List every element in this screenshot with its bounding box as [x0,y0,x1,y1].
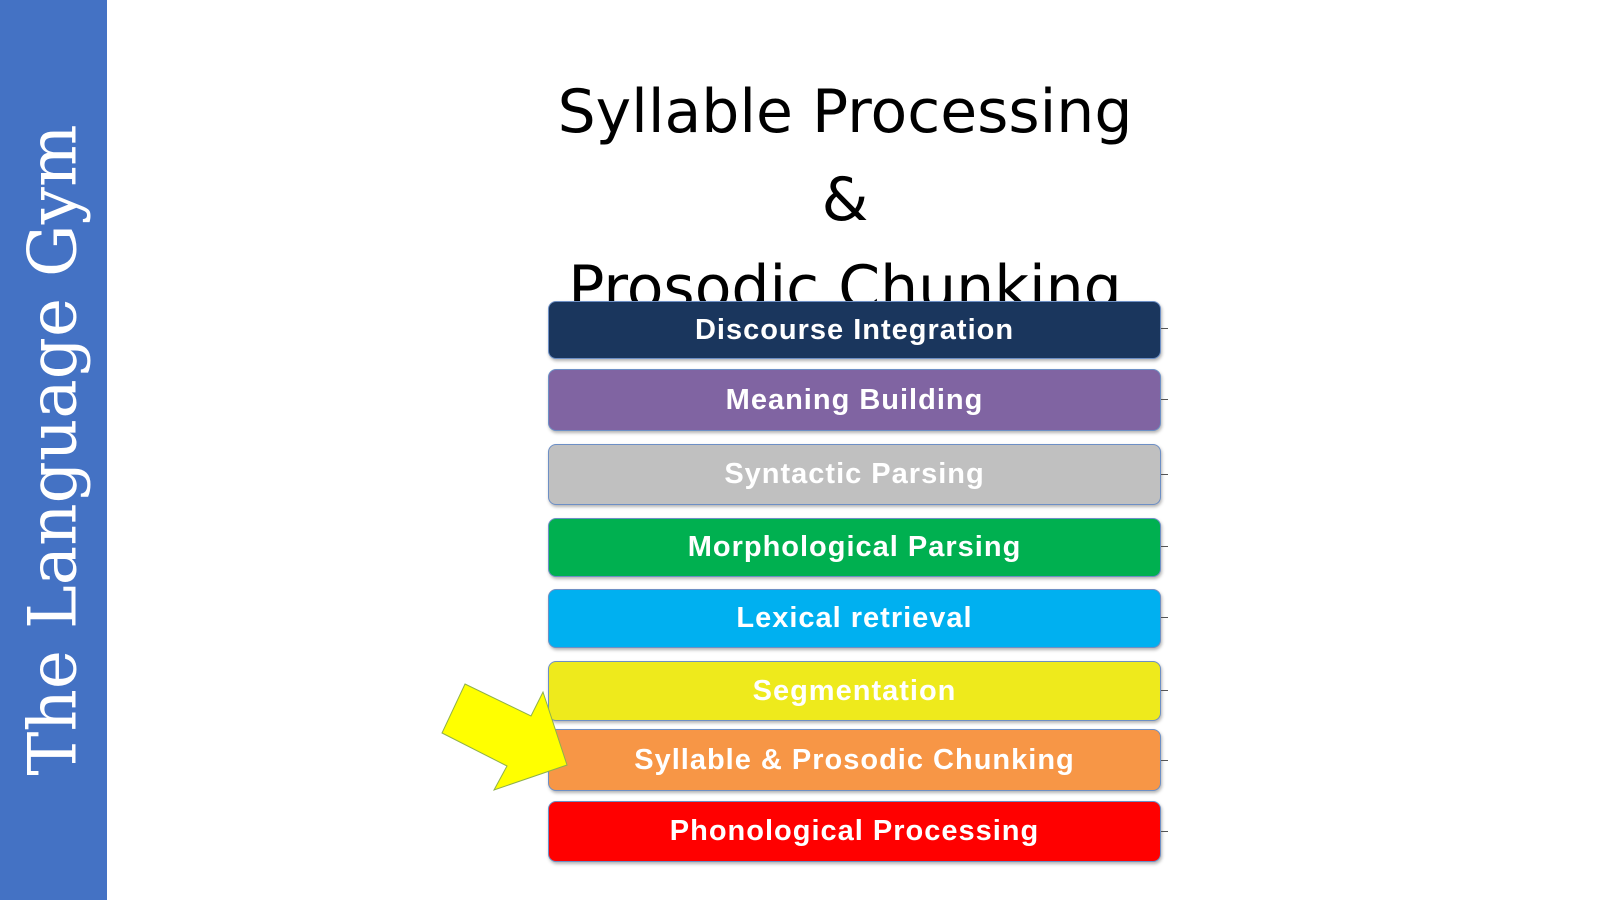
layer-lexical-retrieval: Lexical retrieval [548,589,1161,648]
title-line-1: Syllable Processing & [557,77,1133,235]
layer-syllable-prosodic-chunking: Syllable & Prosodic Chunking [548,729,1161,791]
layer-morphological-parsing: Morphological Parsing [548,518,1161,577]
layer-label: Segmentation [752,674,957,707]
layer-label: Lexical retrieval [736,602,973,634]
layer-segmentation: Segmentation [548,661,1161,721]
connector-tick [1161,690,1168,691]
layer-label: Morphological Parsing [687,531,1022,563]
layer-syntactic-parsing: Syntactic Parsing [548,444,1161,505]
layer-meaning-building: Meaning Building [548,369,1161,431]
layer-label: Syllable & Prosodic Chunking [634,743,1075,776]
layer-label: Phonological Processing [669,815,1040,847]
connector-tick [1161,474,1168,475]
arrow-shape [441,683,568,791]
sidebar-banner: The Language Gym [0,0,107,900]
connector-tick [1161,831,1168,832]
connector-tick [1161,328,1168,329]
layer-label: Discourse Integration [694,313,1015,346]
layer-label: Syntactic Parsing [724,458,985,490]
connector-tick [1161,399,1168,400]
connector-tick [1161,760,1168,761]
layer-label: Meaning Building [725,383,984,416]
connector-tick [1161,617,1168,618]
layer-phonological-processing: Phonological Processing [548,801,1161,862]
layer-discourse-integration: Discourse Integration [548,301,1161,359]
connector-tick [1161,546,1168,547]
